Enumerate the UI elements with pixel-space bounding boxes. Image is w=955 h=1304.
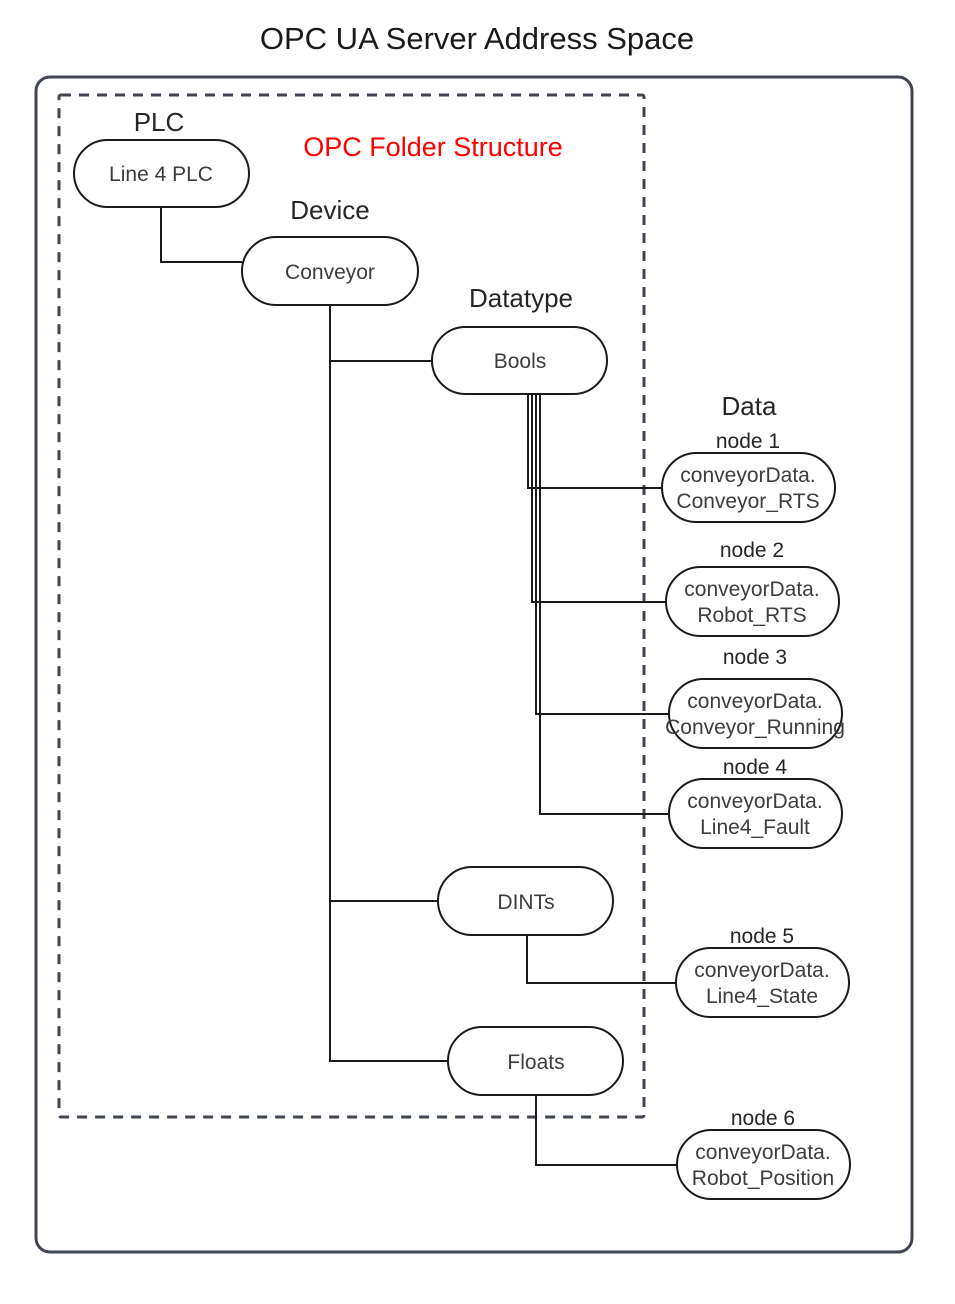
connector-plc-to-conveyor [160,207,242,263]
node-bools-label: Bools [494,350,547,373]
data-node-6[interactable]: node 6 conveyorData. Robot_Position [676,1107,851,1200]
connector-bools-to-node-2 [531,394,666,603]
node-floats-label: Floats [507,1051,564,1074]
data-node-5-shape[interactable] [675,947,850,1018]
data-node-5-caption: node 5 [730,925,794,948]
data-node-1[interactable]: node 1 conveyorData. Conveyor_RTS [661,430,836,523]
node-line-4-plc-shape[interactable] [73,139,250,208]
data-node-2[interactable]: node 2 conveyorData. Robot_RTS [665,539,840,637]
node-floats[interactable]: Floats [447,1026,624,1096]
data-node-3-line2: Conveyor_Running [665,716,845,739]
group-label-plc: PLC [134,107,185,137]
node-line-4-plc[interactable]: Line 4 PLC [73,139,250,208]
data-node-4-line2: Line4_Fault [700,816,810,839]
group-label-device: Device [290,195,369,225]
data-node-1-caption: node 1 [716,430,780,453]
group-label-datatype: Datatype [469,283,573,313]
node-conveyor-shape[interactable] [241,236,419,306]
data-node-3[interactable]: node 3 conveyorData. Conveyor_Running [665,646,845,749]
connector-bools-to-node-4 [539,394,669,815]
node-line-4-plc-label: Line 4 PLC [109,163,213,186]
connector-floats-to-node-6 [535,1095,677,1166]
data-node-1-line1: conveyorData. [680,464,815,487]
opc-folder-structure-label: OPC Folder Structure [303,132,563,162]
data-node-6-shape[interactable] [676,1129,851,1200]
data-node-3-line1: conveyorData. [687,690,822,713]
node-floats-shape[interactable] [447,1026,624,1096]
node-dints[interactable]: DINTs [437,866,614,936]
data-node-3-caption: node 3 [723,646,787,669]
data-node-5-line2: Line4_State [706,985,818,1008]
node-bools-shape[interactable] [431,326,608,395]
data-node-2-line2: Robot_RTS [697,604,806,627]
data-node-4[interactable]: node 4 conveyorData. Line4_Fault [668,756,843,849]
data-node-1-line2: Conveyor_RTS [676,490,819,513]
data-node-2-line1: conveyorData. [684,578,819,601]
group-label-data: Data [722,391,777,421]
connector-conveyor-to-floats [329,305,448,1062]
data-node-5[interactable]: node 5 conveyorData. Line4_State [675,925,850,1018]
data-node-1-shape[interactable] [661,452,836,523]
data-node-3-shape[interactable] [668,678,843,749]
data-node-4-caption: node 4 [723,756,788,779]
data-node-6-line1: conveyorData. [695,1141,830,1164]
page-title: OPC UA Server Address Space [260,21,694,56]
data-node-6-line2: Robot_Position [692,1167,834,1190]
opc-folder-dashed-frame [57,93,646,1119]
node-bools[interactable]: Bools [431,326,608,395]
node-conveyor[interactable]: Conveyor [241,236,419,306]
connector-bools-to-node-3 [535,394,669,715]
data-node-4-shape[interactable] [668,778,843,849]
node-dints-label: DINTs [497,891,554,914]
data-node-6-caption: node 6 [731,1107,795,1130]
connector-bools-to-node-1 [527,394,662,489]
connector-dints-to-node-5 [526,935,676,984]
data-node-4-line1: conveyorData. [687,790,822,813]
data-node-2-caption: node 2 [720,539,784,562]
data-node-2-shape[interactable] [665,566,840,637]
data-node-5-line1: conveyorData. [694,959,829,982]
node-dints-shape[interactable] [437,866,614,936]
node-conveyor-label: Conveyor [285,261,375,284]
